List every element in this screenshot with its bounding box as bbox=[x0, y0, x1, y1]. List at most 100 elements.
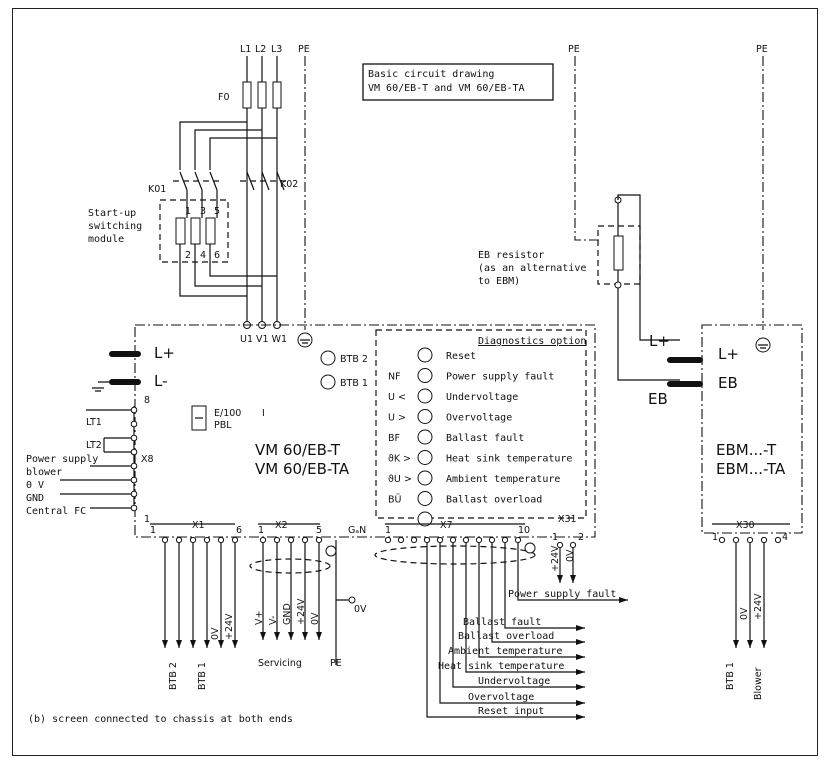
terminal bbox=[161, 536, 169, 544]
x7-output-label: Heat sink temperature bbox=[438, 661, 564, 672]
x7-output-wire bbox=[465, 543, 585, 673]
drawing-frame bbox=[12, 8, 818, 756]
bottom-label: GND bbox=[282, 603, 293, 625]
terminal bbox=[259, 536, 267, 544]
terminal bbox=[436, 536, 444, 544]
diagnostic-row: U <Undervoltage bbox=[388, 388, 518, 404]
terminal bbox=[514, 536, 522, 544]
terminal bbox=[488, 536, 496, 544]
diagnostic-label: Undervoltage bbox=[446, 392, 518, 403]
fuse-label: F0 bbox=[218, 92, 230, 103]
arrow-icon bbox=[302, 632, 308, 640]
arrow-icon bbox=[761, 640, 767, 648]
vm-model-line2: VM 60/EB-TA bbox=[255, 460, 350, 478]
diagnostic-code: BF bbox=[388, 433, 400, 444]
lminus-ground bbox=[92, 381, 112, 392]
eb-resistor-bottom bbox=[614, 281, 622, 289]
x7-connector: X7 1 10 bbox=[385, 520, 530, 536]
x7-output-wire bbox=[439, 543, 585, 704]
terminal bbox=[462, 536, 470, 544]
diagnostic-label: Ballast fault bbox=[446, 433, 524, 444]
terminal bbox=[774, 536, 782, 544]
ebm-ground-lines bbox=[758, 344, 768, 349]
servicing-label: Servicing bbox=[258, 658, 302, 669]
x7-output-label: Overvoltage bbox=[468, 692, 534, 703]
terminal bbox=[501, 536, 509, 544]
diagnostic-code: U > bbox=[388, 413, 406, 424]
svg-text:X2: X2 bbox=[275, 520, 288, 531]
diagnostic-row: ϑK >Heat sink temperature bbox=[388, 450, 572, 465]
diagnostic-row: Reset bbox=[417, 347, 476, 363]
arrow-icon bbox=[576, 714, 585, 720]
x7-output-label: Ambient temperature bbox=[448, 646, 562, 657]
power-supply-label: Power supply bbox=[26, 454, 98, 465]
diagnostic-led-icon bbox=[417, 450, 433, 465]
diagnostic-label: Heat sink temperature bbox=[446, 454, 572, 465]
svg-text:X30: X30 bbox=[736, 520, 755, 531]
footnote: (b) screen connected to chassis at both … bbox=[28, 714, 293, 725]
svg-text:4: 4 bbox=[782, 532, 788, 543]
pe-line-mid bbox=[574, 56, 600, 241]
diagnostics-box bbox=[375, 329, 587, 519]
terminal bbox=[384, 536, 392, 544]
diagnostic-led-icon bbox=[417, 429, 433, 445]
svg-text:2: 2 bbox=[578, 532, 584, 543]
terminal bbox=[732, 536, 740, 544]
arrow-icon bbox=[733, 640, 739, 648]
terminal bbox=[410, 536, 418, 544]
terminal bbox=[217, 536, 225, 544]
lminus-label: L- bbox=[154, 372, 168, 390]
terminal bbox=[189, 536, 197, 544]
terminal bbox=[569, 541, 577, 549]
diagnostic-row: BF Ballast fault bbox=[388, 429, 524, 445]
terminal bbox=[175, 536, 183, 544]
startup-line3: module bbox=[88, 234, 124, 245]
startup-line1: Start-up bbox=[88, 208, 136, 219]
k02-label: K02 bbox=[280, 179, 298, 190]
x8-num1: 1 bbox=[144, 514, 150, 525]
gn-label: GₐN bbox=[348, 525, 366, 536]
arrow-icon bbox=[232, 640, 238, 648]
x31-connector: X31 1 2 bbox=[552, 514, 584, 543]
terminal bbox=[287, 536, 295, 544]
terminal bbox=[231, 536, 239, 544]
startup-in bbox=[186, 190, 218, 218]
arrow-icon bbox=[190, 640, 196, 648]
bottom-label: +24V bbox=[296, 598, 307, 625]
terminal bbox=[397, 536, 405, 544]
arrow-icon bbox=[576, 684, 585, 690]
x7-screen bbox=[374, 545, 536, 565]
diagnostic-led-icon bbox=[417, 409, 433, 424]
btb1-led-icon bbox=[320, 374, 336, 390]
terminal bbox=[449, 536, 457, 544]
svg-text:1: 1 bbox=[552, 532, 558, 543]
terminal bbox=[315, 536, 323, 544]
svg-text:10: 10 bbox=[518, 525, 530, 536]
servicing-0v-terminal bbox=[348, 596, 356, 604]
bottom-label: V- bbox=[268, 616, 279, 625]
svg-text:X1: X1 bbox=[192, 520, 205, 531]
bottom-label: +24V bbox=[224, 613, 235, 640]
x2-screen bbox=[249, 558, 331, 574]
bottom-label: 0V bbox=[565, 549, 576, 562]
title-box bbox=[362, 63, 554, 101]
bottom-label: V+ bbox=[254, 611, 265, 625]
pbl-line1: E/100 bbox=[214, 408, 241, 419]
x30-connector: X30 1 4 bbox=[712, 520, 790, 543]
vm-model-line1: VM 60/EB-T bbox=[255, 441, 341, 459]
right-lplus-label: L+ bbox=[718, 345, 739, 363]
gnd-label: GND bbox=[26, 493, 44, 504]
x7-output-label: Reset input bbox=[478, 706, 544, 717]
diagnostic-label: Ballast overload bbox=[446, 495, 542, 506]
zero-v-label: 0 V bbox=[26, 480, 44, 491]
diagnostic-label: Overvoltage bbox=[446, 413, 512, 424]
diagnostic-code: BÜ bbox=[388, 495, 402, 506]
fuse-3 bbox=[272, 81, 282, 109]
arrow-icon bbox=[274, 632, 280, 640]
pe-bottom-label: PE bbox=[330, 658, 342, 669]
startup-line2: switching bbox=[88, 221, 142, 232]
x8-num8: 8 bbox=[144, 395, 150, 406]
terminal bbox=[423, 536, 431, 544]
svg-text:5: 5 bbox=[316, 525, 322, 536]
